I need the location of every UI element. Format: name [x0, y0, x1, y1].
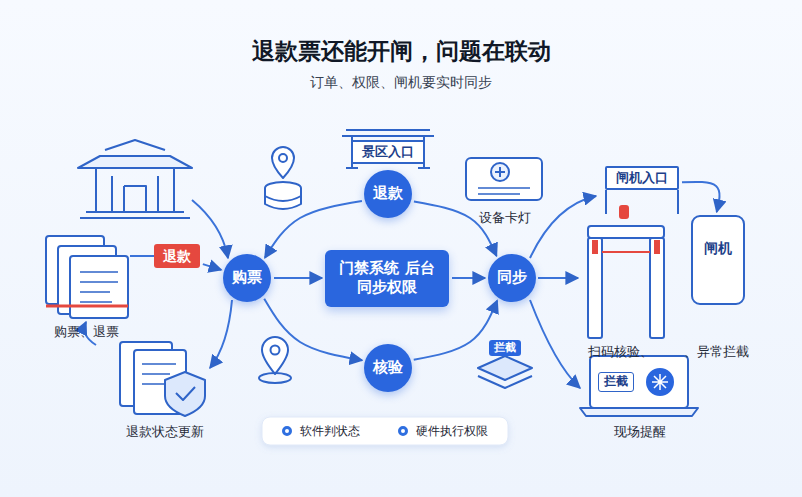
node-text: 闸机 — [704, 239, 732, 257]
tag-box: 退款 — [154, 244, 200, 268]
temple-top — [105, 140, 165, 150]
label: 退款状态更新 — [126, 423, 204, 441]
documents-icon — [46, 236, 128, 318]
node-text: 退款 — [163, 247, 191, 265]
gate-sensor — [592, 240, 598, 254]
label: 设备卡灯 — [479, 209, 531, 227]
connector — [274, 277, 322, 279]
process-circle: 购票 — [223, 254, 271, 302]
document-lines — [80, 272, 118, 302]
flow-line — [530, 300, 580, 388]
gate-top — [588, 226, 664, 238]
layers-icon — [478, 356, 532, 388]
node-text: 拦截 — [604, 374, 628, 390]
node-text: 退款 — [373, 184, 403, 204]
subtitle: 订单、权限、闸机要实时同步 — [0, 74, 802, 92]
gate-left — [588, 238, 602, 338]
sign-posts — [606, 190, 678, 214]
legend-text: 软件判状态 — [300, 422, 360, 440]
connector — [682, 182, 720, 212]
legend-item: 软件判状态 — [282, 422, 360, 440]
location-coins-icon — [265, 147, 301, 209]
box-box: 门禁系统 后台同步权限 — [325, 250, 449, 307]
label: 、异常拦截 — [684, 343, 749, 361]
laptop-icon — [580, 356, 698, 416]
temple-body — [80, 168, 190, 218]
flow-line — [210, 300, 232, 368]
legend-swatch — [398, 426, 408, 436]
gate-right — [650, 238, 664, 338]
label: 购票、退票 — [54, 323, 119, 341]
legend-panel — [262, 417, 508, 445]
process-circle: 核验 — [364, 344, 412, 392]
device-box: 闸机 — [691, 215, 745, 305]
connector — [414, 301, 497, 360]
mini-box: 拦截 — [489, 340, 521, 356]
legend-item: 硬件执行权限 — [398, 422, 488, 440]
sign-box: 闸机入口 — [605, 166, 679, 191]
gate-posts — [346, 136, 430, 168]
node-text: 景区入口 — [362, 144, 414, 161]
shield — [165, 372, 205, 416]
card-icon — [466, 158, 542, 200]
label: 扫码核验、 — [588, 343, 653, 361]
node-text: 拦截 — [494, 341, 516, 355]
location-pin-icon — [259, 337, 291, 383]
node-text: 核验 — [373, 358, 403, 378]
connector — [203, 264, 221, 270]
node-text: 门禁系统 后台同步权限 — [339, 259, 435, 298]
temple-icon — [78, 140, 192, 218]
title: 退款票还能开闸，问题在联动 — [0, 36, 802, 67]
flow-lines — [84, 196, 596, 388]
turnstile-gate — [588, 190, 678, 338]
red-light — [620, 206, 628, 218]
legend-swatch — [282, 426, 292, 436]
gate-sensor — [654, 240, 660, 254]
node-text: 购票 — [232, 268, 262, 288]
screen-box: 拦截 — [598, 372, 634, 392]
scenic-gate — [342, 130, 434, 168]
gate-beam — [342, 130, 434, 136]
check — [176, 387, 195, 400]
legend-text: 硬件执行权限 — [416, 422, 488, 440]
process-circle: 退款 — [364, 170, 412, 218]
flow-line — [538, 277, 578, 279]
node-text: 同步 — [497, 268, 527, 288]
sign-box: 景区入口 — [351, 140, 425, 165]
status-doc-icon — [120, 342, 205, 416]
flow-line — [530, 196, 596, 258]
document — [70, 256, 128, 318]
temple-roof — [78, 156, 192, 168]
connector — [452, 277, 485, 279]
red-bar — [46, 305, 128, 308]
label: 现场提醒 — [614, 423, 666, 441]
connector — [414, 202, 497, 256]
process-circle: 同步 — [488, 254, 536, 302]
connector — [264, 299, 362, 361]
gate-beam — [602, 251, 650, 253]
node-text: 闸机入口 — [616, 170, 668, 187]
